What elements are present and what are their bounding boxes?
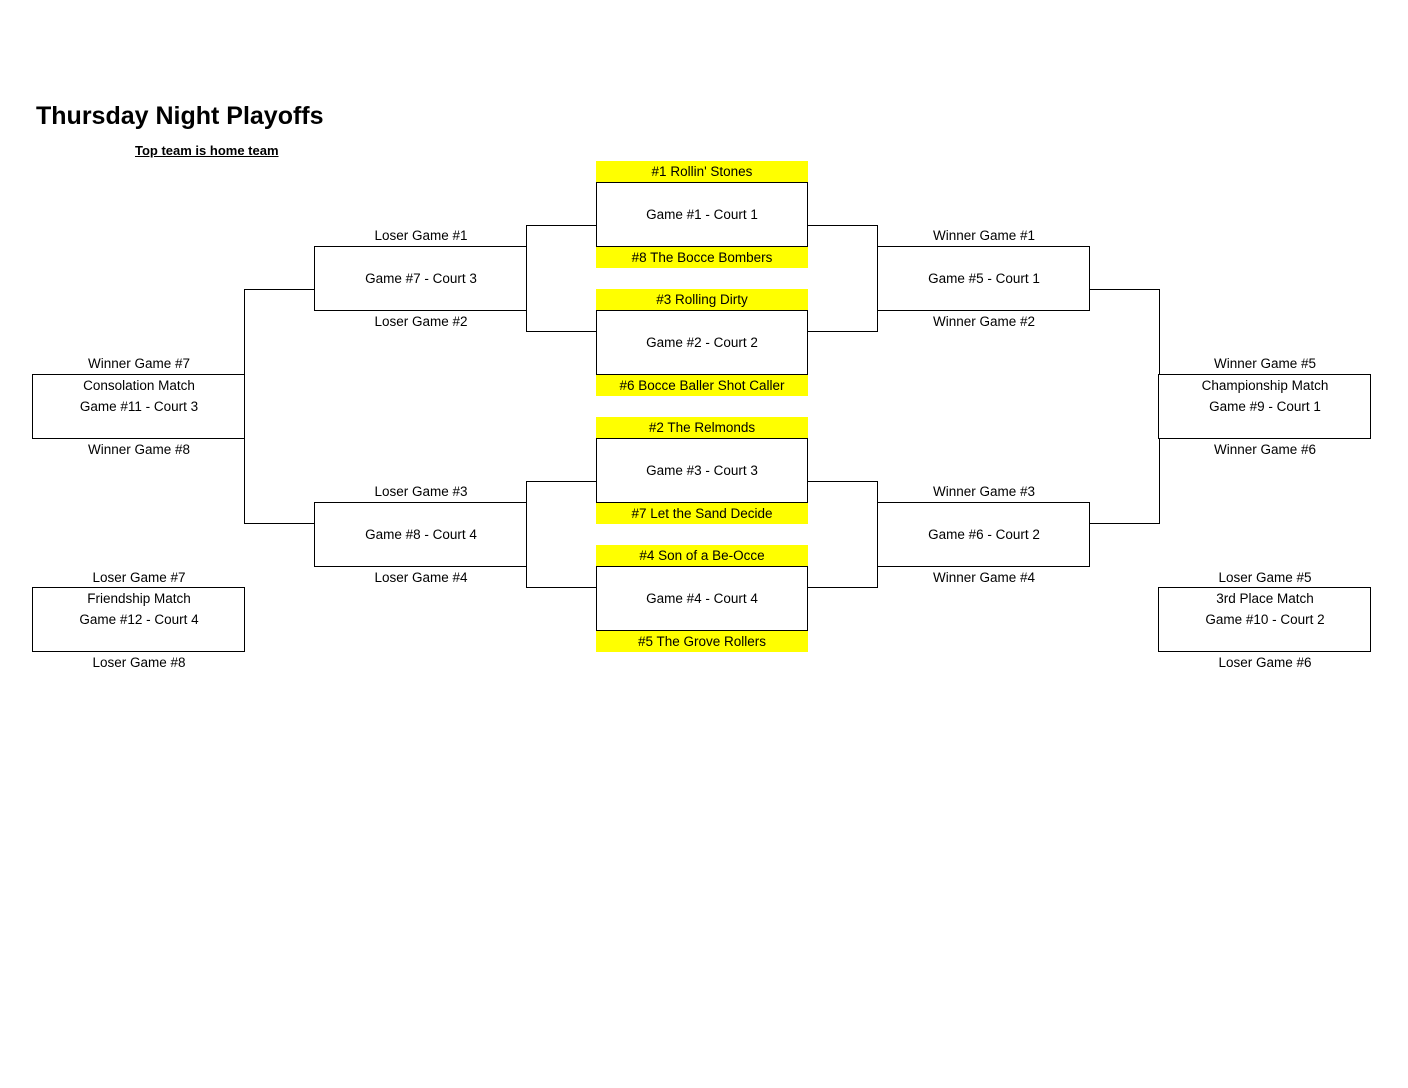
bracket-source-top: Loser Game #5: [1218, 570, 1312, 585]
connector-line: [526, 225, 596, 226]
connector-line: [1089, 289, 1160, 290]
bracket-source-bottom: Winner Game #2: [932, 314, 1036, 329]
team-slot-bottom: #5 The Grove Rollers: [596, 631, 808, 652]
match-name: Championship Match: [1201, 378, 1329, 393]
bracket-source-bottom: Loser Game #4: [374, 570, 468, 585]
team-slot-top: #1 Rollin' Stones: [596, 161, 808, 182]
game-box: [1158, 587, 1371, 652]
bracket-source-bottom: Loser Game #8: [92, 655, 186, 670]
game-box: [314, 502, 527, 567]
bracket-source-top: Loser Game #7: [92, 570, 186, 585]
match-name: Friendship Match: [87, 591, 191, 606]
bracket-source-top: Loser Game #1: [374, 228, 468, 243]
connector-line: [1089, 523, 1160, 524]
connector-line: [807, 225, 878, 226]
bracket-source-bottom: Loser Game #6: [1218, 655, 1312, 670]
page-title: Thursday Night Playoffs: [36, 102, 324, 130]
connector-line: [244, 289, 315, 290]
game-box: [596, 310, 808, 375]
team-slot-top: #4 Son of a Be-Occe: [596, 545, 808, 566]
game-label: Game #11 - Court 3: [79, 399, 199, 414]
game-box: [596, 438, 808, 503]
team-slot-bottom: #8 The Bocce Bombers: [596, 247, 808, 268]
game-box: [32, 374, 245, 439]
team-slot-bottom: #6 Bocce Baller Shot Caller: [596, 375, 808, 396]
game-box: [596, 566, 808, 631]
game-label: Game #3 - Court 3: [646, 463, 758, 478]
game-label: Game #6 - Court 2: [928, 527, 1040, 542]
bracket-source-top: Winner Game #3: [932, 484, 1036, 499]
game-box: [596, 182, 808, 247]
connector-line: [244, 523, 315, 524]
connector-line: [807, 587, 878, 588]
connector-line: [526, 331, 596, 332]
match-name: Consolation Match: [83, 378, 195, 393]
bracket-source-top: Winner Game #1: [932, 228, 1036, 243]
game-box: [877, 502, 1090, 567]
connector-line: [807, 481, 878, 482]
game-label: Game #10 - Court 2: [1205, 612, 1325, 627]
game-label: Game #2 - Court 2: [646, 335, 758, 350]
bracket-source-bottom: Winner Game #8: [87, 442, 191, 457]
connector-line: [526, 481, 596, 482]
game-box: [32, 587, 245, 652]
page-subtitle: Top team is home team: [135, 143, 279, 158]
team-slot-top: #2 The Relmonds: [596, 417, 808, 438]
bracket-source-top: Winner Game #5: [1213, 356, 1317, 371]
game-label: Game #9 - Court 1: [1209, 399, 1321, 414]
game-label: Game #1 - Court 1: [646, 207, 758, 222]
game-box: [314, 246, 527, 311]
game-label: Game #7 - Court 3: [365, 271, 477, 286]
bracket-source-bottom: Winner Game #6: [1213, 442, 1317, 457]
bracket-source-top: Loser Game #3: [374, 484, 468, 499]
game-box: [1158, 374, 1371, 439]
bracket-source-bottom: Loser Game #2: [374, 314, 468, 329]
bracket-source-bottom: Winner Game #4: [932, 570, 1036, 585]
game-label: Game #8 - Court 4: [365, 527, 477, 542]
connector-line: [807, 331, 878, 332]
game-label: Game #5 - Court 1: [928, 271, 1040, 286]
game-label: Game #4 - Court 4: [646, 591, 758, 606]
match-name: 3rd Place Match: [1216, 591, 1314, 606]
bracket-source-top: Winner Game #7: [87, 356, 191, 371]
game-box: [877, 246, 1090, 311]
game-label: Game #12 - Court 4: [79, 612, 199, 627]
team-slot-top: #3 Rolling Dirty: [596, 289, 808, 310]
team-slot-bottom: #7 Let the Sand Decide: [596, 503, 808, 524]
connector-line: [526, 587, 596, 588]
